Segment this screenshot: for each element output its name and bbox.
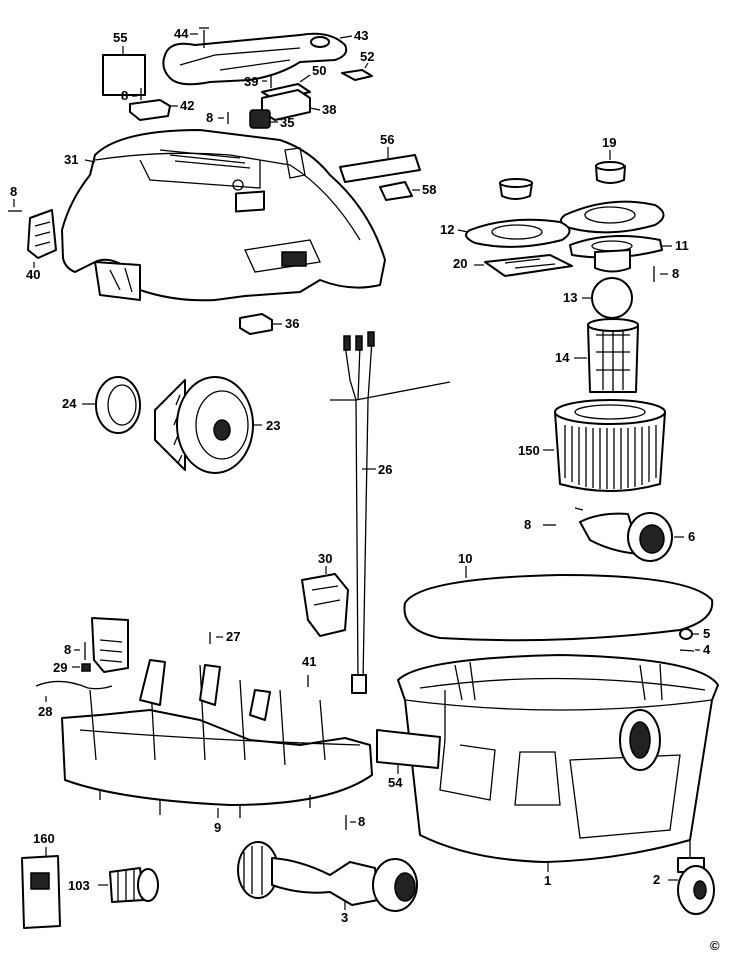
adapter-103 [98,867,159,903]
float-ball-13 [582,277,633,319]
callout-8-c: 8 [10,184,17,199]
callout-40: 40 [26,267,40,282]
callout-8-b: 8 [206,110,213,125]
base-9 [61,659,373,818]
bracket-42 [129,99,178,121]
callout-6: 6 [688,529,695,544]
callout-9: 9 [214,820,221,835]
callout-55: 55 [113,30,127,45]
nut-29 [72,663,91,672]
top-cover-31 [61,129,386,302]
gasket-10 [403,566,714,642]
callout-23: 23 [266,418,280,433]
callout-36: 36 [285,316,299,331]
callout-3: 3 [341,910,348,925]
label-54 [376,729,441,774]
callout-31: 31 [64,152,78,167]
screw-27 [209,632,223,644]
castor-2 [668,840,715,915]
callout-19: 19 [602,135,616,150]
callout-30: 30 [318,551,332,566]
inlet-6 [579,512,684,562]
callout-103: 103 [68,878,90,893]
callout-28: 28 [38,704,52,719]
cage-14 [574,318,639,393]
callout-2: 2 [653,872,660,887]
bag-160 [21,847,61,929]
callout-5: 5 [703,626,710,641]
bracket-30 [301,566,349,637]
callout-1: 1 [544,873,551,888]
callout-54: 54 [388,775,403,790]
callout-24: 24 [62,396,77,411]
label-58 [379,181,420,201]
cover-plate [91,617,129,673]
callout-8-f: 8 [64,642,71,657]
filter-housing-11 [569,235,672,273]
callout-8-g: 8 [358,814,365,829]
label-56 [339,147,421,183]
callout-150: 150 [518,443,540,458]
hose-3 [237,841,418,912]
callout-20: 20 [453,256,467,271]
callout-14: 14 [555,350,570,365]
callout-11: 11 [675,238,689,253]
callout-10: 10 [458,551,472,566]
callout-8-d: 8 [672,266,679,281]
motor-23 [154,376,262,474]
callout-160: 160 [33,831,55,846]
plate-20 [474,254,573,277]
label-sheet-55 [102,46,146,96]
ring-24 [82,376,141,434]
callout-38: 38 [322,102,336,117]
callout-8-e: 8 [524,517,531,532]
callout-39: 39 [244,74,258,89]
cap-19 [595,150,626,184]
screw-8-d [653,266,668,282]
switch-35 [249,109,278,129]
gasket-12 [457,218,571,248]
screw-8-e [543,507,584,526]
wiring-harness-26 [330,331,451,694]
clip-52 [341,62,373,81]
latch-40 [27,209,57,268]
callout-44: 44 [174,26,189,41]
callout-29: 29 [53,660,67,675]
callout-58: 58 [422,182,436,197]
screw-8-b [218,112,229,124]
callout-41: 41 [302,654,316,669]
screw-44 [190,27,209,48]
callout-35: 35 [280,115,294,130]
parts-5-4 [679,628,700,652]
screw-8-g [345,815,356,830]
callout-56: 56 [380,132,394,147]
cord-28 [35,680,113,702]
callout-13: 13 [563,290,577,305]
cap-small [499,178,533,200]
callout-42: 42 [180,98,194,113]
screw-8-c [8,199,22,212]
gasket-plate [560,200,665,234]
copyright-mark: © [710,938,720,953]
callout-43: 43 [354,28,368,43]
callout-27: 27 [226,629,240,644]
screw-8-f [74,642,86,660]
callout-26: 26 [378,462,392,477]
callout-50: 50 [312,63,326,78]
screw-39 [262,76,272,88]
latch-36 [239,313,282,335]
tank-1 [397,654,719,872]
handle-43 [162,32,353,86]
callout-52: 52 [360,49,374,64]
filter-150 [543,399,666,492]
callout-4: 4 [703,642,711,657]
callout-12: 12 [440,222,454,237]
screw-8-a [132,88,142,100]
callout-8-a: 8 [121,88,128,103]
